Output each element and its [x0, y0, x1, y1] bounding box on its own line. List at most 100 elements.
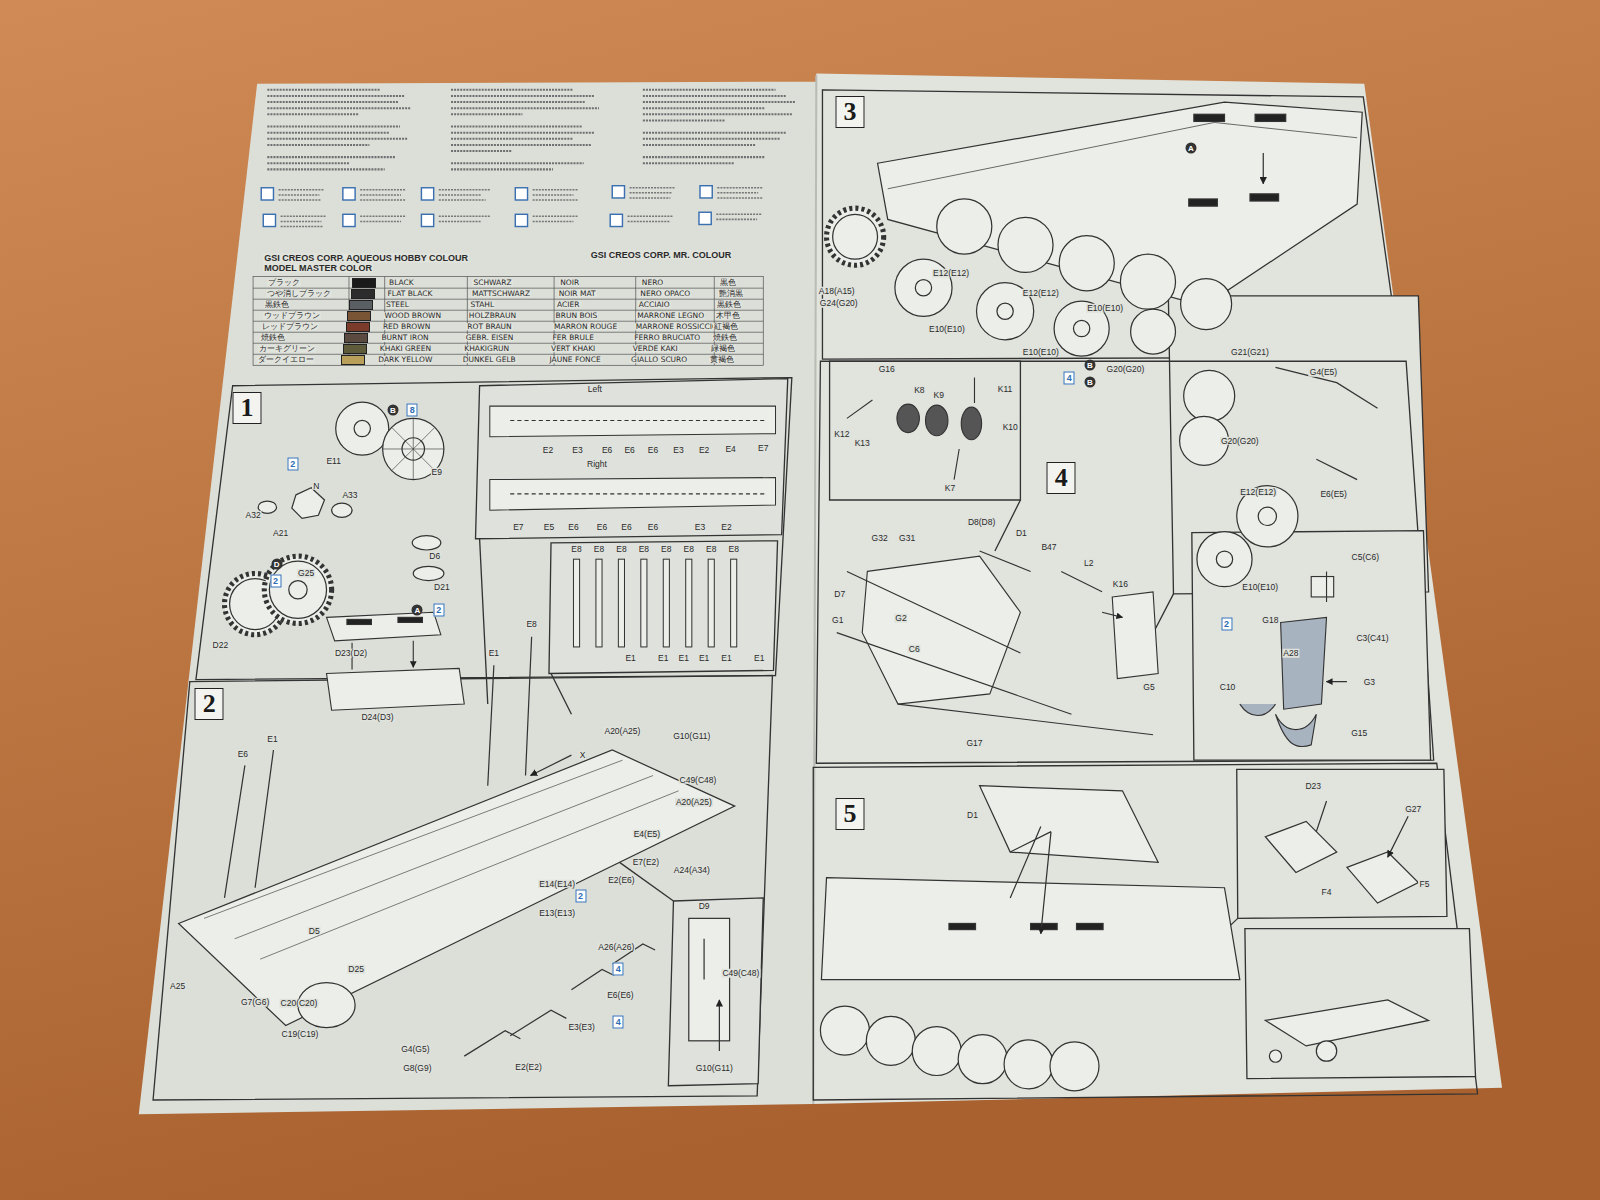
step1-plates — [327, 668, 465, 710]
table-cell: DUNKEL GELB — [462, 356, 517, 364]
part-number: G10(G11) — [695, 1064, 734, 1073]
table-cell: MATTSCHWARZ — [471, 290, 531, 298]
step4-parts — [837, 551, 1153, 735]
part-number: K12 — [833, 429, 850, 438]
paint-code-box: 2 — [433, 604, 444, 617]
part-number: E2 — [720, 522, 732, 531]
step-number-box: 2 — [195, 688, 224, 720]
part-number: E6(E5) — [1319, 490, 1347, 499]
part-number: G1 — [831, 616, 844, 625]
part-number: E8 — [525, 620, 537, 629]
step4-parts — [1281, 617, 1327, 709]
part-number: G24(G20) — [819, 299, 859, 308]
step4-parts — [1112, 592, 1158, 679]
part-number: E12(E12) — [932, 269, 970, 278]
part-number: N — [312, 481, 320, 490]
colour-table — [349, 277, 714, 366]
step5-hull — [1004, 1040, 1053, 1089]
part-number: E8 — [593, 545, 605, 554]
part-number: A20(A25) — [675, 798, 713, 807]
part-number: E1 — [657, 654, 669, 663]
colour-table — [253, 288, 763, 354]
part-number: E8 — [683, 545, 695, 554]
part-number: D23(D2) — [334, 649, 368, 658]
step3-wheels — [827, 199, 1378, 587]
step4-parts — [897, 404, 919, 433]
part-number: C10 — [1219, 682, 1237, 691]
part-number: C49(C48) — [679, 775, 718, 784]
table-cell: カーキグリーン — [258, 345, 316, 353]
step4-parts — [926, 405, 948, 436]
step5-hull — [1265, 821, 1418, 903]
step-number: 1 — [240, 394, 253, 421]
step3-wheels — [1216, 551, 1232, 567]
symbol-keys — [610, 214, 622, 226]
step4-parts — [961, 407, 981, 440]
part-number: B47 — [1040, 543, 1057, 552]
paint-code-box: 4 — [1064, 371, 1075, 384]
colour-table — [253, 277, 763, 366]
step3-wheels — [1131, 309, 1176, 354]
colour-name: KHAKI GREEN — [380, 345, 431, 353]
step5-hull — [1316, 801, 1408, 857]
part-number: E9 — [431, 468, 443, 477]
table-cell: ACCIAIO — [638, 301, 671, 309]
step4-parts — [837, 378, 1347, 747]
track-callout — [510, 420, 765, 493]
part-number: K8 — [913, 386, 925, 395]
part-number: K13 — [854, 439, 871, 448]
symbol-keys — [343, 214, 355, 226]
part-number: E8 — [570, 545, 582, 554]
step2-hull — [204, 760, 678, 959]
part-number: G2 — [894, 614, 907, 623]
step3-wheels — [1120, 254, 1175, 309]
part-number: E1 — [753, 654, 765, 663]
paint-code-box: 2 — [1221, 618, 1232, 631]
step5-hull — [820, 1006, 869, 1055]
step-frames — [476, 379, 788, 539]
table-cell: MARRON ROUGE — [553, 323, 618, 331]
colour-name: WOOD BROWN — [384, 312, 441, 320]
part-number: A24(A34) — [673, 866, 711, 875]
part-number: A21 — [272, 528, 289, 537]
part-number: K16 — [1112, 579, 1129, 588]
part-number: A33 — [341, 491, 358, 500]
paper-pages — [139, 73, 1502, 1114]
fine-print — [267, 90, 796, 170]
step5-hull — [866, 1016, 915, 1065]
paint-code-circle: B — [1084, 376, 1095, 387]
step2-hull — [689, 918, 730, 1040]
paint-code-box: 8 — [407, 404, 418, 417]
step1-plates — [347, 619, 371, 624]
part-number: G20(G20) — [1106, 365, 1146, 374]
colour-name: RED BROWN — [383, 323, 430, 331]
part-number: D23 — [1304, 781, 1322, 790]
table-cell: VERT KHAKI — [550, 345, 596, 353]
step3-wheels — [1197, 532, 1252, 587]
step3-hull — [1255, 114, 1286, 121]
part-number: A26(A26) — [597, 943, 635, 952]
paint-code-circle: A — [1185, 142, 1196, 153]
paint-code-box: 2 — [287, 458, 298, 471]
part-number: A25 — [169, 981, 186, 990]
step-frames — [813, 763, 1477, 1100]
colour-name: FLAT BLACK — [388, 290, 433, 298]
part-number: C49(C48) — [721, 969, 760, 978]
step5-hull — [1265, 1000, 1428, 1046]
part-number: E6 — [647, 446, 659, 455]
step1-wheels — [413, 566, 444, 580]
torsion-bars — [663, 559, 669, 647]
step1-wheels — [383, 418, 444, 479]
part-number: E12(E12) — [1239, 488, 1277, 497]
part-number: K9 — [933, 391, 945, 400]
symbol-notes — [279, 188, 764, 227]
step5-hull — [1050, 1042, 1099, 1091]
part-number: Left — [587, 385, 603, 394]
step-frames — [816, 361, 1433, 763]
step-frames — [830, 361, 1021, 500]
step-frames — [1237, 769, 1447, 918]
step5-hull — [1010, 827, 1051, 934]
step-frames — [1245, 929, 1476, 1079]
